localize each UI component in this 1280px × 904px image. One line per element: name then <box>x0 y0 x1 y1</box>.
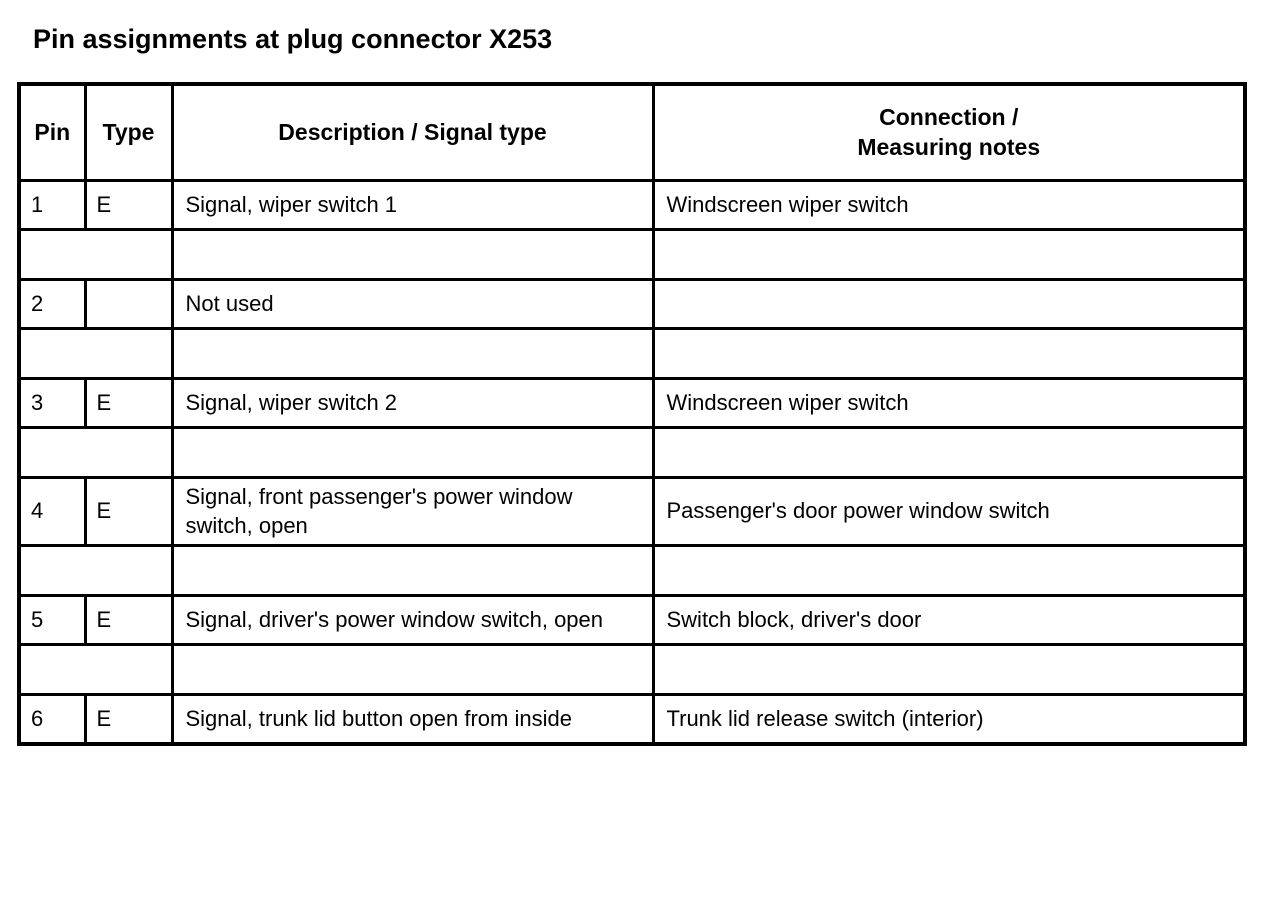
pin-type <box>83 278 174 330</box>
pin-description: Signal, trunk lid button open from insid… <box>170 693 655 746</box>
pin-number: 5 <box>17 594 87 647</box>
spacer-cell <box>17 426 174 479</box>
pin-description: Signal, driver's power window switch, op… <box>170 594 655 647</box>
pin-description: Signal, wiper switch 1 <box>170 179 655 231</box>
pin-type: E <box>83 179 174 231</box>
pin-type: E <box>83 594 174 647</box>
spacer-cell <box>17 228 174 281</box>
spacer-row <box>17 228 1247 281</box>
spacer-cell <box>170 426 655 479</box>
pin-description: Signal, front passenger's power window s… <box>170 475 655 548</box>
table-row-pin-1: 1 E Signal, wiper switch 1 Windscreen wi… <box>17 179 1247 231</box>
spacer-row <box>17 643 1247 697</box>
spacer-row <box>17 426 1247 479</box>
header-connection: Connection / Measuring notes <box>651 82 1247 182</box>
header-description: Description / Signal type <box>170 82 655 182</box>
spacer-cell <box>170 327 655 380</box>
table-row-pin-4: 4 E Signal, front passenger's power wind… <box>17 475 1247 548</box>
header-type: Type <box>83 82 174 182</box>
table-row-pin-6: 6 E Signal, trunk lid button open from i… <box>17 693 1247 746</box>
spacer-row <box>17 544 1247 598</box>
pin-assignment-table: Pin Type Description / Signal type Conne… <box>17 82 1247 746</box>
pin-connection: Switch block, driver's door <box>651 594 1247 647</box>
pin-type: E <box>83 377 174 429</box>
spacer-cell <box>170 228 655 281</box>
page-title: Pin assignments at plug connector X253 <box>33 24 553 55</box>
spacer-cell <box>170 544 655 598</box>
spacer-cell <box>651 327 1247 380</box>
pin-connection <box>651 278 1247 330</box>
pin-description: Signal, wiper switch 2 <box>170 377 655 429</box>
table-header-row: Pin Type Description / Signal type Conne… <box>17 82 1247 182</box>
header-pin: Pin <box>17 82 87 182</box>
spacer-cell <box>17 544 174 598</box>
pin-connection: Passenger's door power window switch <box>651 475 1247 548</box>
table-row-pin-2: 2 Not used <box>17 278 1247 330</box>
spacer-cell <box>651 426 1247 479</box>
spacer-cell <box>651 643 1247 697</box>
pin-number: 4 <box>17 475 87 548</box>
pin-number: 2 <box>17 278 87 330</box>
pin-connection: Windscreen wiper switch <box>651 377 1247 429</box>
table-row-pin-3: 3 E Signal, wiper switch 2 Windscreen wi… <box>17 377 1247 429</box>
spacer-cell <box>651 544 1247 598</box>
spacer-cell <box>651 228 1247 281</box>
spacer-cell <box>17 643 174 697</box>
spacer-row <box>17 327 1247 380</box>
pin-number: 6 <box>17 693 87 746</box>
pin-number: 3 <box>17 377 87 429</box>
spacer-cell <box>170 643 655 697</box>
table-row-pin-5: 5 E Signal, driver's power window switch… <box>17 594 1247 647</box>
pin-connection: Trunk lid release switch (interior) <box>651 693 1247 746</box>
pin-type: E <box>83 475 174 548</box>
spacer-cell <box>17 327 174 380</box>
pin-number: 1 <box>17 179 87 231</box>
pin-connection: Windscreen wiper switch <box>651 179 1247 231</box>
pin-type: E <box>83 693 174 746</box>
pin-description: Not used <box>170 278 655 330</box>
